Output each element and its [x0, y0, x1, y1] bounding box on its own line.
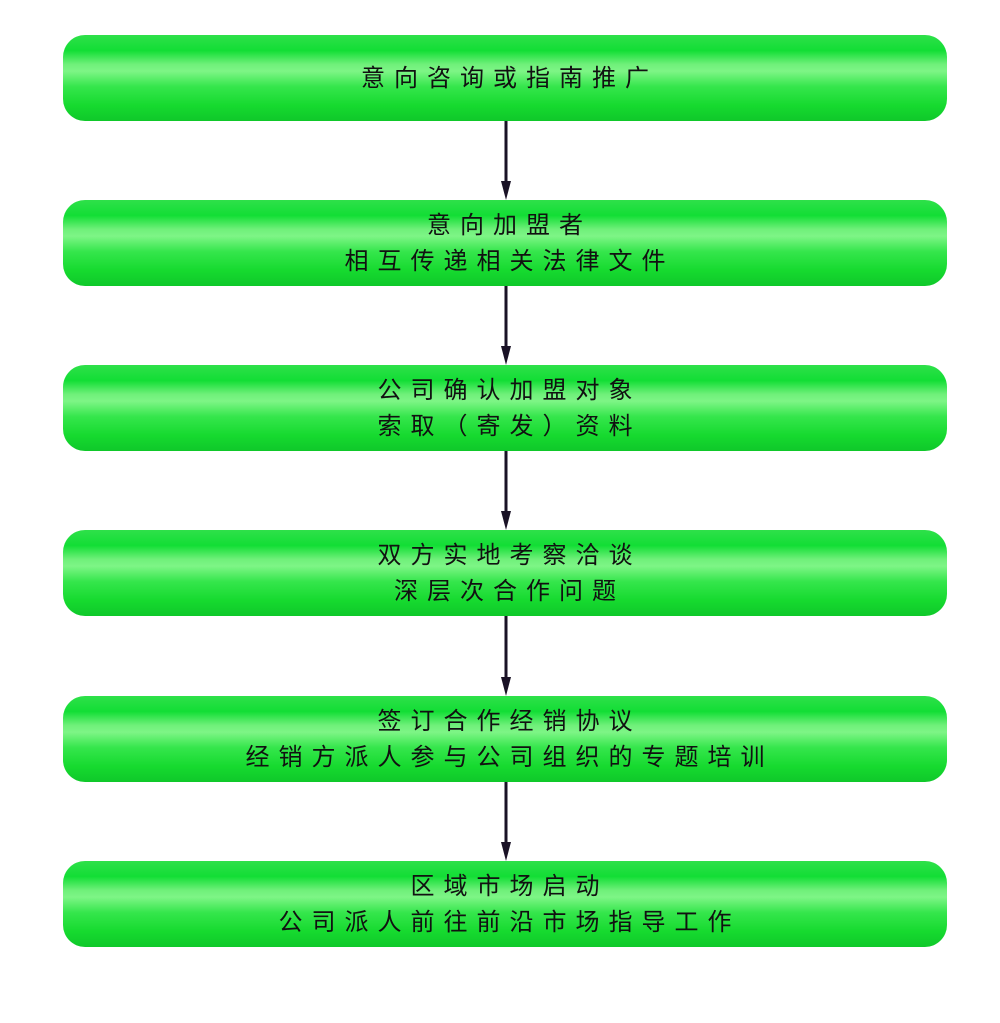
step-4-title: 双方实地考察洽谈: [377, 541, 642, 569]
flow-step-1: 意向咨询或指南推广: [63, 35, 947, 121]
arrow-down-icon: [501, 616, 511, 696]
step-5-title: 签订合作经销协议: [377, 707, 642, 735]
arrow-down-icon: [501, 121, 511, 200]
step-5-subtitle: 经销方派人参与公司组织的专题培训: [245, 743, 774, 771]
step-2-title: 意向加盟者: [427, 211, 592, 239]
flow-step-4: 双方实地考察洽谈 深层次合作问题: [63, 530, 947, 616]
flow-step-5: 签订合作经销协议 经销方派人参与公司组织的专题培训: [63, 696, 947, 782]
flow-step-3: 公司确认加盟对象 索取（寄发）资料: [63, 365, 947, 451]
step-6-subtitle: 公司派人前往前沿市场指导工作: [278, 908, 741, 936]
step-1-text: 意向咨询或指南推广: [361, 64, 658, 92]
step-6-title: 区域市场启动: [410, 872, 609, 900]
flow-step-6: 区域市场启动 公司派人前往前沿市场指导工作: [63, 861, 947, 947]
step-2-subtitle: 相互传递相关法律文件: [344, 247, 675, 275]
arrow-down-icon: [501, 286, 511, 365]
step-3-title: 公司确认加盟对象: [377, 376, 642, 404]
arrow-down-icon: [501, 782, 511, 861]
step-3-subtitle: 索取（寄发）资料: [377, 412, 642, 440]
step-4-subtitle: 深层次合作问题: [394, 577, 625, 605]
arrow-down-icon: [501, 451, 511, 530]
flow-step-2: 意向加盟者 相互传递相关法律文件: [63, 200, 947, 286]
